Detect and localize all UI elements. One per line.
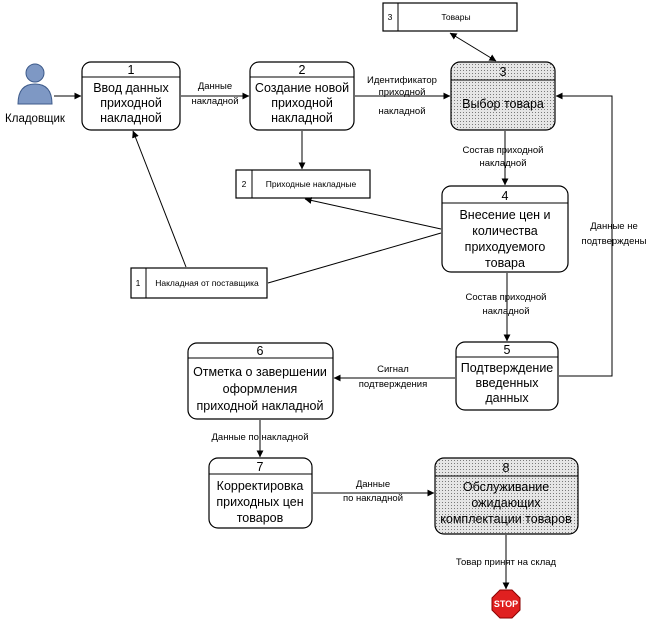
flow-label: накладной <box>379 106 426 117</box>
store-label: Приходные накладные <box>266 179 357 189</box>
process-label: приходной <box>100 96 162 110</box>
flow-label-p8-stop: Товар принят на склад <box>456 557 557 568</box>
process-number: 5 <box>504 343 511 357</box>
process-label: приходных цен <box>216 495 303 509</box>
flow-label: по накладной <box>343 493 403 504</box>
store-label: Накладная от поставщика <box>155 278 259 288</box>
process-label: количества <box>472 224 538 238</box>
process-4[interactable]: 4 Внесение цен и количества приходуемого… <box>441 185 569 273</box>
store-label: Товары <box>441 12 470 22</box>
flow-label: Состав приходной <box>466 292 547 303</box>
process-label: Подтверждение <box>461 361 554 375</box>
flow-label: накладной <box>483 306 530 317</box>
stop-icon: STOP <box>491 589 521 619</box>
flow-label: приходной <box>379 87 426 98</box>
store-number: 3 <box>388 12 393 22</box>
process-label: товара <box>485 256 525 270</box>
user-icon <box>17 63 53 105</box>
flow-label: подтверждения <box>359 379 428 390</box>
flow-label: Данные не <box>590 221 638 232</box>
process-2[interactable]: 2 Создание новой приходной накладной <box>249 61 355 131</box>
process-number: 3 <box>500 65 507 79</box>
stop-label: STOP <box>494 599 518 609</box>
process-1[interactable]: 1 Ввод данных приходной накладной <box>81 61 181 131</box>
process-number: 7 <box>257 460 264 474</box>
process-label: комплектации товаров <box>440 512 572 526</box>
flow-label: Товар принят на склад <box>456 557 557 568</box>
process-label: ожидающих <box>471 496 541 510</box>
flow-s1-p1 <box>132 130 187 268</box>
process-number: 8 <box>503 461 510 475</box>
process-number: 6 <box>257 344 264 358</box>
flow-label-p2-p3: Идентификатор приходной накладной <box>367 75 437 117</box>
process-label: накладной <box>100 111 162 125</box>
process-label: введенных <box>475 376 539 390</box>
process-label: приходуемого <box>465 240 546 254</box>
process-number: 2 <box>299 63 306 77</box>
process-label: Корректировка <box>217 479 304 493</box>
store-number: 2 <box>242 179 247 189</box>
process-label: Создание новой <box>255 81 349 95</box>
process-label: Ввод данных <box>93 81 169 95</box>
flow-label: накладной <box>480 158 527 169</box>
process-label: накладной <box>271 111 333 125</box>
flow-s1-p4 <box>267 232 442 284</box>
process-label: приходной накладной <box>197 399 324 413</box>
process-6[interactable]: 6 Отметка о завершении оформления приход… <box>187 342 334 420</box>
flow-label: Сигнал <box>377 364 409 375</box>
store-2[interactable]: 2 Приходные накладные <box>235 169 371 199</box>
actor-label: Кладовщик <box>5 113 66 125</box>
flow-p5-p3 <box>555 92 613 377</box>
process-5[interactable]: 5 Подтверждение введенных данных <box>455 341 559 411</box>
process-number: 1 <box>128 63 135 77</box>
store-number: 1 <box>136 278 141 288</box>
flow-label: Идентификатор <box>367 75 437 86</box>
flow-p4-s2 <box>304 197 442 230</box>
store-1[interactable]: 1 Накладная от поставщика <box>130 267 268 299</box>
process-label: Обслуживание <box>463 480 549 494</box>
process-8[interactable]: 8 Обслуживание ожидающих комплектации то… <box>434 457 579 535</box>
process-label: Внесение цен и <box>459 208 550 222</box>
process-label: приходной <box>271 96 333 110</box>
flow-label: Данные <box>356 479 390 490</box>
flow-label-p5-p3: Данные не подтверждены <box>582 221 647 247</box>
flow-label-p3-p4: Состав приходной накладной <box>463 145 544 169</box>
process-3[interactable]: 3 Выбор товара <box>450 61 556 131</box>
flow-label-p1-p2: Данные накладной <box>192 81 239 107</box>
flow-label-p7-p8: Данные по накладной <box>343 479 403 504</box>
process-label: оформления <box>223 382 298 396</box>
flow-label-p5-p6: Сигнал подтверждения <box>359 364 428 390</box>
flow-label-p6-p7: Данные по накладной <box>211 432 308 443</box>
process-label: товаров <box>237 511 284 525</box>
flow-label-p4-p5: Состав приходной накладной <box>466 292 547 317</box>
flow-label: накладной <box>192 96 239 107</box>
flow-label: Состав приходной <box>463 145 544 156</box>
process-label: Выбор товара <box>462 97 544 111</box>
flow-label: Данные <box>198 81 232 92</box>
flow-label: подтверждены <box>582 236 647 247</box>
process-number: 4 <box>502 189 509 203</box>
process-label: Отметка о завершении <box>193 365 327 379</box>
actor-kladovshchik: Кладовщик <box>5 63 66 125</box>
process-7[interactable]: 7 Корректировка приходных цен товаров <box>208 457 313 529</box>
store-3[interactable]: 3 Товары <box>382 2 518 32</box>
flow-s3-p3 <box>449 32 497 62</box>
flow-label: Данные по накладной <box>211 432 308 443</box>
process-label: данных <box>485 391 529 405</box>
